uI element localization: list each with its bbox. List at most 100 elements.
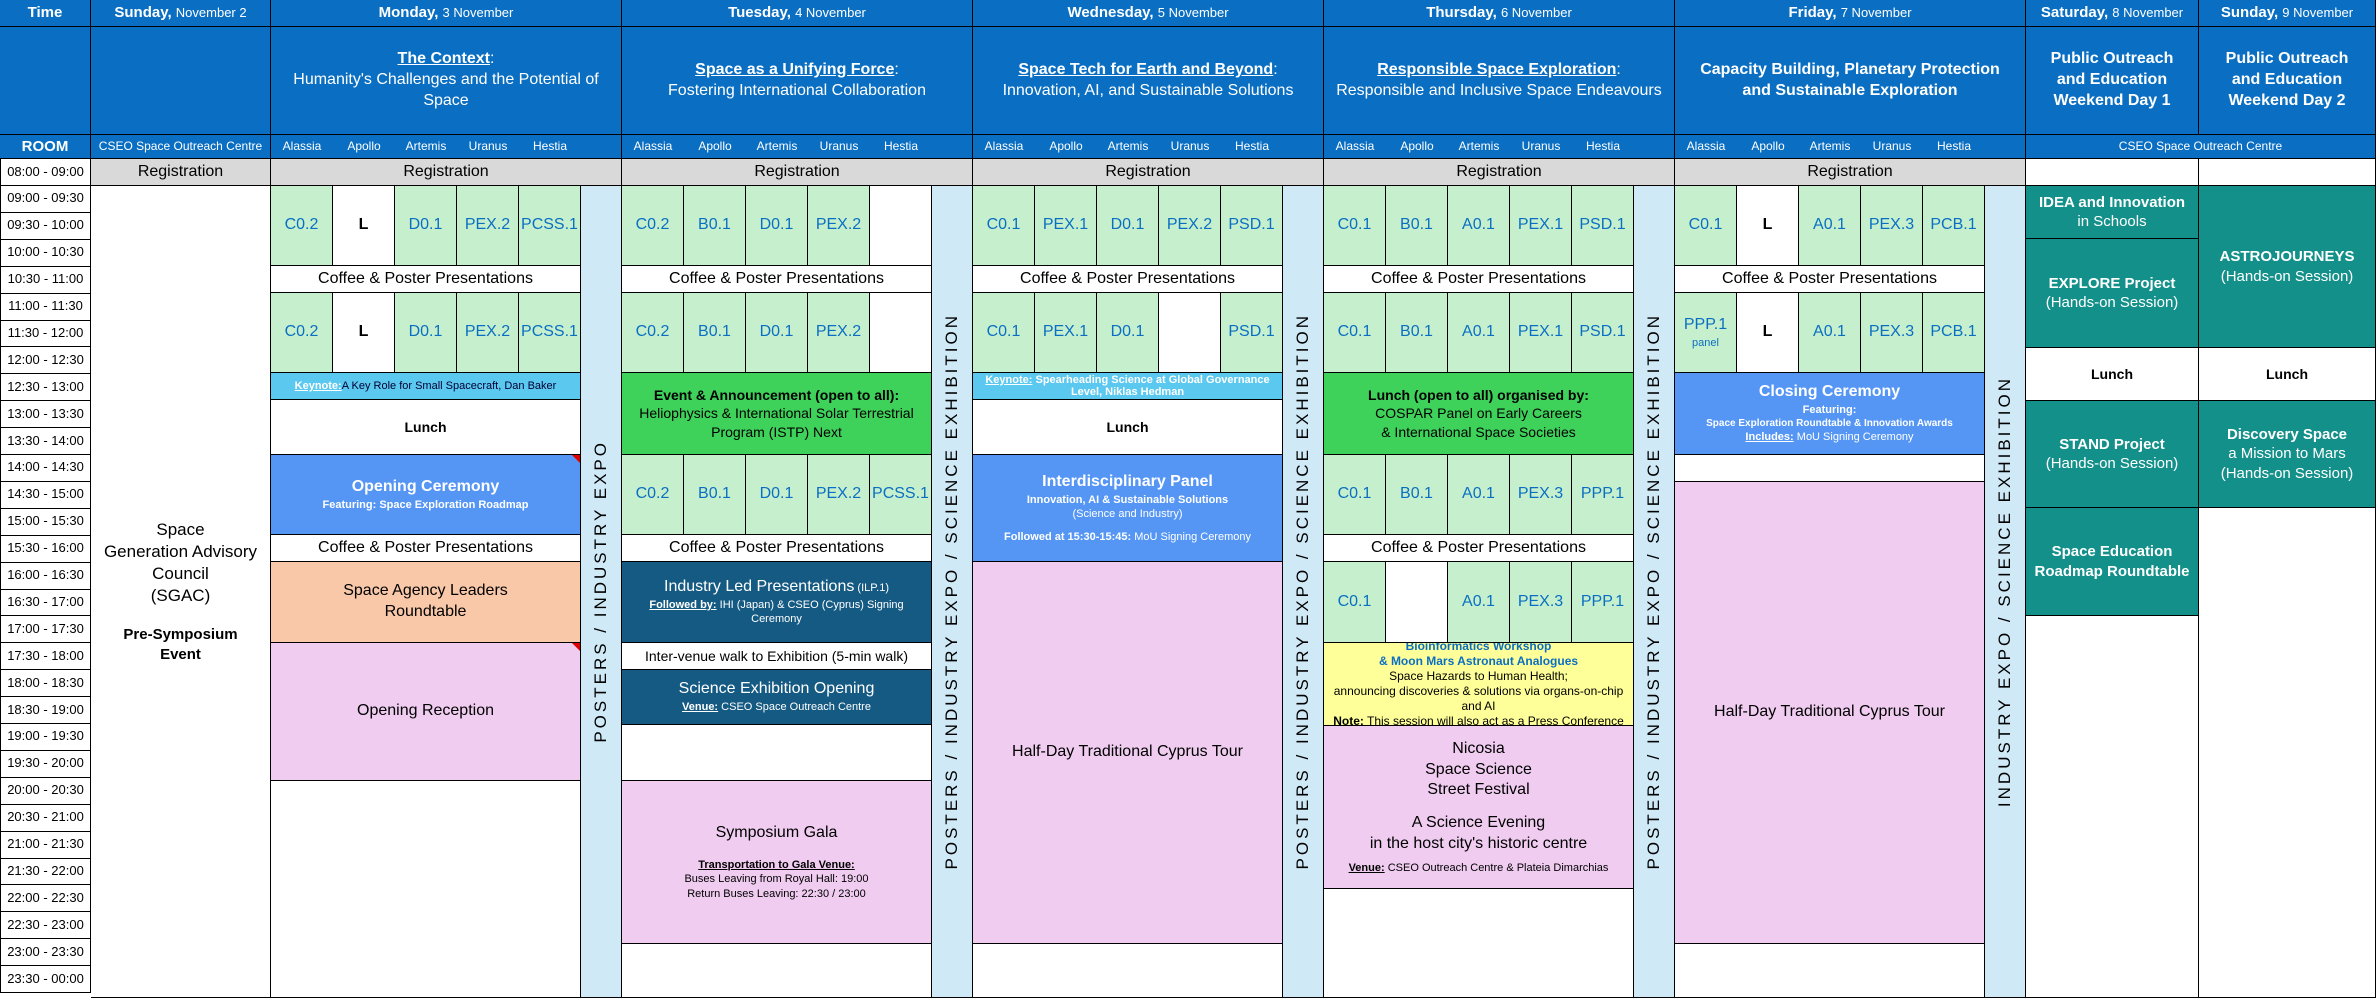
session-thu-am1-4[interactable]: PEX.1 bbox=[1510, 186, 1572, 266]
session-thu-am2-1[interactable]: C0.1 bbox=[1324, 293, 1386, 373]
session-tue-pm1-4[interactable]: PEX.2 bbox=[808, 455, 870, 535]
fri-cyprus-tour: Half-Day Traditional Cyprus Tour bbox=[1675, 482, 1985, 944]
session-tue-pm1-1[interactable]: C0.2 bbox=[622, 455, 684, 535]
session-tue-am2-1[interactable]: C0.2 bbox=[622, 293, 684, 373]
tue-gap bbox=[622, 725, 932, 781]
day-header-wed: Wednesday, 5 November bbox=[973, 0, 1324, 27]
fri-closing-ceremony: Closing Ceremony Featuring: Space Explor… bbox=[1675, 373, 1985, 455]
session-tue-pm1-2[interactable]: B0.1 bbox=[684, 455, 746, 535]
time-slot: 12:00 - 12:30 bbox=[0, 347, 91, 375]
time-slot: 18:30 - 19:00 bbox=[0, 697, 91, 724]
session-fri-am1-1[interactable]: C0.1 bbox=[1675, 186, 1737, 266]
session-tue-am2-2[interactable]: B0.1 bbox=[684, 293, 746, 373]
session-mon-am1-4[interactable]: PEX.2 bbox=[457, 186, 519, 266]
session-mon-am2-3[interactable]: D0.1 bbox=[395, 293, 457, 373]
wed-keynote: Keynote: Spearheading Science at Global … bbox=[973, 373, 1283, 400]
session-wed-am1-4[interactable]: PEX.2 bbox=[1159, 186, 1221, 266]
wed-am2-blank bbox=[1159, 293, 1221, 373]
time-slot: 09:00 - 09:30 bbox=[0, 185, 91, 213]
wed-cyprus-tour: Half-Day Traditional Cyprus Tour bbox=[973, 562, 1283, 944]
time-slot: 23:30 - 00:00 bbox=[0, 966, 91, 993]
theme-tue: Space as a Unifying Force:Fostering Inte… bbox=[622, 27, 973, 135]
session-fri-am1-4[interactable]: PEX.3 bbox=[1861, 186, 1923, 266]
session-thu-am2-5[interactable]: PSD.1 bbox=[1572, 293, 1634, 373]
session-tue-am1-3[interactable]: D0.1 bbox=[746, 186, 808, 266]
session-mon-am2-4[interactable]: PEX.2 bbox=[457, 293, 519, 373]
session-thu-pm1-5[interactable]: PPP.1 bbox=[1572, 455, 1634, 535]
session-tue-pm1-3[interactable]: D0.1 bbox=[746, 455, 808, 535]
sun2-rest-blank bbox=[2199, 508, 2376, 998]
room-expo-blank bbox=[932, 135, 973, 159]
session-thu-am1-5[interactable]: PSD.1 bbox=[1572, 186, 1634, 266]
theme-mon: The Context:Humanity's Challenges and th… bbox=[271, 27, 622, 135]
time-slot: 16:30 - 17:00 bbox=[0, 589, 91, 617]
time-slot: 15:30 - 16:00 bbox=[0, 535, 91, 563]
session-wed-am2-5[interactable]: PSD.1 bbox=[1221, 293, 1283, 373]
session-tue-am1-4[interactable]: PEX.2 bbox=[808, 186, 870, 266]
session-wed-am2-2[interactable]: PEX.1 bbox=[1035, 293, 1097, 373]
room-label: Alassia bbox=[1324, 135, 1386, 159]
day-header-sun2: Sunday, 9 November bbox=[2199, 0, 2376, 27]
session-fri-am1-3[interactable]: A0.1 bbox=[1799, 186, 1861, 266]
session-thu-pm2-3[interactable]: A0.1 bbox=[1448, 562, 1510, 643]
time-header: Time bbox=[0, 0, 91, 27]
session-thu-pm1-2[interactable]: B0.1 bbox=[1386, 455, 1448, 535]
session-wed-am2-3[interactable]: D0.1 bbox=[1097, 293, 1159, 373]
session-fri-am2-3[interactable]: A0.1 bbox=[1799, 293, 1861, 373]
session-tue-am1-2[interactable]: B0.1 bbox=[684, 186, 746, 266]
mon-posters-column: POSTERS / INDUSTRY EXPO bbox=[581, 186, 622, 998]
session-tue-pm1-5[interactable]: PCSS.1 bbox=[870, 455, 932, 535]
room-label: Uranus bbox=[808, 135, 870, 159]
session-thu-pm1-4[interactable]: PEX.3 bbox=[1510, 455, 1572, 535]
session-tue-am1-1[interactable]: C0.2 bbox=[622, 186, 684, 266]
session-thu-pm2-1[interactable]: C0.1 bbox=[1324, 562, 1386, 643]
session-thu-am1-1[interactable]: C0.1 bbox=[1324, 186, 1386, 266]
session-mon-am1-5[interactable]: PCSS.1 bbox=[519, 186, 581, 266]
session-fri-am2-5[interactable]: PCB.1 bbox=[1923, 293, 1985, 373]
room-label: Artemis bbox=[1799, 135, 1861, 159]
session-tue-am2-3[interactable]: D0.1 bbox=[746, 293, 808, 373]
tue-posters-column: POSTERS / INDUSTRY EXPO / SCIENCE EXHIBI… bbox=[932, 186, 973, 998]
day-header-tue: Tuesday, 4 November bbox=[622, 0, 973, 27]
session-mon-am2-5[interactable]: PCSS.1 bbox=[519, 293, 581, 373]
session-thu-am1-2[interactable]: B0.1 bbox=[1386, 186, 1448, 266]
session-thu-am2-3[interactable]: A0.1 bbox=[1448, 293, 1510, 373]
session-mon-am1-1[interactable]: C0.2 bbox=[271, 186, 333, 266]
mon-lunch: Lunch bbox=[271, 400, 581, 455]
session-thu-pm1-3[interactable]: A0.1 bbox=[1448, 455, 1510, 535]
room-label: Hestia bbox=[519, 135, 581, 159]
session-mon-am2-1[interactable]: C0.2 bbox=[271, 293, 333, 373]
session-wed-am1-2[interactable]: PEX.1 bbox=[1035, 186, 1097, 266]
session-wed-am1-5[interactable]: PSD.1 bbox=[1221, 186, 1283, 266]
fri-registration: Registration bbox=[1675, 159, 2026, 186]
wed-end-blank bbox=[973, 944, 1283, 998]
session-mon-am1-3[interactable]: D0.1 bbox=[395, 186, 457, 266]
thu-posters-column: POSTERS / INDUSTRY EXPO / SCIENCE EXHIBI… bbox=[1634, 186, 1675, 998]
time-slot: 22:00 - 22:30 bbox=[0, 885, 91, 913]
session-thu-am1-3[interactable]: A0.1 bbox=[1448, 186, 1510, 266]
session-thu-pm2-4[interactable]: PEX.3 bbox=[1510, 562, 1572, 643]
session-thu-am2-4[interactable]: PEX.1 bbox=[1510, 293, 1572, 373]
tue-coffee-pm: Coffee & Poster Presentations bbox=[622, 535, 932, 562]
room-expo-blank bbox=[1283, 135, 1324, 159]
mon-opening-reception: Opening Reception bbox=[271, 643, 581, 781]
sun2-top-blank bbox=[2199, 159, 2376, 186]
session-thu-pm1-1[interactable]: C0.1 bbox=[1324, 455, 1386, 535]
session-wed-am2-1[interactable]: C0.1 bbox=[973, 293, 1035, 373]
room-label: Apollo bbox=[1386, 135, 1448, 159]
time-slot: 21:00 - 21:30 bbox=[0, 831, 91, 859]
mon-keynote: Keynote: A Key Role for Small Spacecraft… bbox=[271, 373, 581, 400]
session-fri-am1-5[interactable]: PCB.1 bbox=[1923, 186, 1985, 266]
session-fri-am2-4[interactable]: PEX.3 bbox=[1861, 293, 1923, 373]
session-wed-am1-3[interactable]: D0.1 bbox=[1097, 186, 1159, 266]
session-thu-am2-2[interactable]: B0.1 bbox=[1386, 293, 1448, 373]
session-thu-pm2-5[interactable]: PPP.1 bbox=[1572, 562, 1634, 643]
session-wed-am1-1[interactable]: C0.1 bbox=[973, 186, 1035, 266]
sat-lunch: Lunch bbox=[2026, 348, 2199, 401]
session-tue-am2-4[interactable]: PEX.2 bbox=[808, 293, 870, 373]
wed-registration: Registration bbox=[973, 159, 1324, 186]
